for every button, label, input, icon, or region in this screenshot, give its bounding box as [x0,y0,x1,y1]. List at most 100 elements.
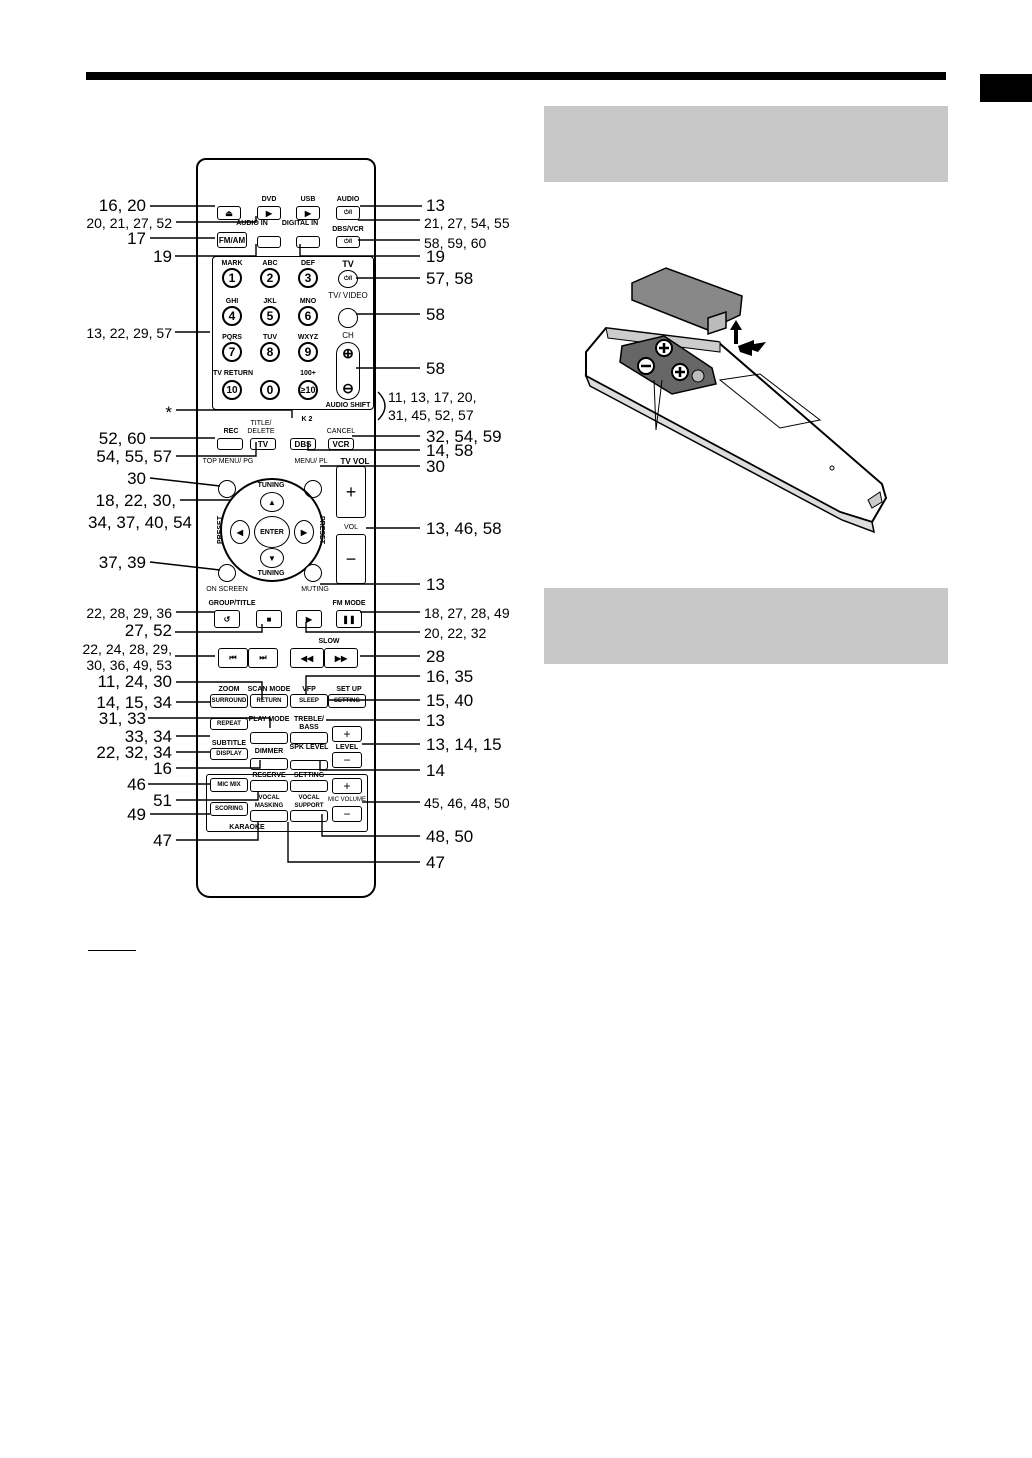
tv-power-button[interactable]: ⏻/I [338,270,358,288]
mic-volume-down-button[interactable]: − [332,806,362,822]
rec-button[interactable] [217,438,243,450]
on-screen-button[interactable] [218,564,236,582]
ch-rocker[interactable]: ⊕⊖ [336,342,360,400]
dbs-vcr-power-button[interactable]: ⏻/I [336,236,360,248]
muting-button[interactable] [304,564,322,582]
callout-audio-shift-2: 31, 45, 52, 57 [388,407,474,423]
callout-karaoke-setting: 48, 50 [426,827,474,846]
usb-label: USB [300,196,316,203]
sleep-button[interactable]: SLEEP [290,694,328,708]
digit-3-button[interactable]: 3 [298,268,318,288]
tv-video-button[interactable] [338,308,358,328]
treble-bass-button[interactable] [290,732,328,744]
callout-skip-2: 30, 36, 49, 53 [86,657,172,673]
ghi-label: GHI [225,298,239,305]
vocal-masking-label: VOCAL MASKING [254,795,284,809]
digital-in-label: DIGITAL IN [281,220,319,227]
mic-volume-up-button[interactable]: + [332,778,362,794]
eject-button[interactable]: ⏏ [217,206,241,220]
section-tab [980,74,1032,102]
callout-digital-in: 19 [426,247,445,266]
dbs-mode-button[interactable]: DBS [290,438,316,450]
callout-return: 11, 24, 30 [97,672,172,691]
callout-on-screen: 37, 39 [98,553,146,572]
setting-button[interactable]: SETTING [328,694,366,708]
slow-forward-button[interactable]: ▶▶ [324,648,358,668]
digit-4-button[interactable]: 4 [222,306,242,326]
dvd-play-button[interactable]: ▶ [257,206,281,220]
digit-6-button[interactable]: 6 [298,306,318,326]
play-button[interactable]: ▶ [296,610,322,628]
callout-mic-mix: 46 [127,775,146,794]
enter-button[interactable]: ENTER [254,516,290,548]
digit-8-button[interactable]: 8 [260,342,280,362]
plus-icon: + [343,727,351,741]
callout-vcr: 32, 54, 59 [426,427,502,446]
digit-0-button[interactable]: 0 [260,380,280,400]
reserve-label: RESERVE [252,772,286,779]
reserve-button[interactable] [250,780,288,792]
callout-audio-shift-1: 11, 13, 17, 20, [388,389,477,405]
stop-button[interactable]: ■ [256,610,282,628]
nav-ring[interactable] [220,478,324,582]
surround-button[interactable]: SURROUND [210,694,248,708]
digit-7-button[interactable]: 7 [222,342,242,362]
rec-label: REC [223,428,239,435]
mic-mix-button[interactable]: MIC MIX [210,778,248,792]
top-menu-button[interactable] [218,480,236,498]
pause-button[interactable]: ❚❚ [336,610,362,628]
slow-reverse-button[interactable]: ◀◀ [290,648,324,668]
callout-muting: 13 [426,575,445,594]
heading-box-2 [544,588,948,664]
karaoke-label: KARAOKE [229,824,265,831]
callout-cursor-2: 34, 37, 40, 54 [88,513,192,532]
digit-1-button[interactable]: 1 [222,268,242,288]
previous-button[interactable]: ⏮ [218,648,248,668]
audio-shift-label: AUDIO SHIFT [325,402,371,409]
return-button[interactable]: RETURN [250,694,288,708]
level-up-button[interactable]: + [332,726,362,742]
minus-icon: − [343,807,351,821]
level-down-button[interactable]: − [332,752,362,768]
usb-play-button[interactable]: ▶ [296,206,320,220]
digit-9-button[interactable]: 9 [298,342,318,362]
callout-stop: 27, 52 [124,621,172,640]
digit-ge10-button[interactable]: ≥10 [298,380,318,400]
fm-am-button[interactable]: FM/AM [217,232,247,248]
callout-rec: 52, 60 [98,429,146,448]
audio-in-button[interactable] [257,236,281,248]
next-button[interactable]: ⏭ [248,648,278,668]
skip-next-icon: ⏭ [259,653,267,662]
play-mode-button[interactable] [250,732,288,744]
cursor-down-button[interactable]: ▼ [260,548,284,568]
cursor-right-button[interactable]: ▶ [294,520,314,544]
group-title-button[interactable]: ↺ [214,610,240,628]
karaoke-setting-button[interactable] [290,780,328,792]
ch-label: CH [342,331,354,340]
callout-cursor-1: 18, 22, 30, [95,491,176,510]
vocal-support-button[interactable] [290,810,328,822]
callout-play: 20, 22, 32 [424,625,487,641]
callout-repeat: 33, 34 [124,727,172,746]
digital-in-button[interactable] [296,236,320,248]
triangle-right-icon: ▶ [300,527,308,537]
plus-icon: + [345,481,357,502]
callout-ch: 58 [426,359,445,378]
scoring-button[interactable]: SCORING [210,802,248,816]
audio-power-button[interactable]: ⏻/I [336,206,360,220]
callout-treble-bass: 13 [426,711,445,730]
spk-level-button[interactable] [290,760,328,770]
digit-10-button[interactable]: 10 [222,380,242,400]
display-button[interactable]: DISPLAY [210,748,248,760]
vocal-masking-button[interactable] [250,810,288,822]
cursor-left-button[interactable]: ◀ [230,520,250,544]
pause-icon: ❚❚ [342,614,356,624]
skip-previous-icon: ⏮ [229,653,237,662]
cursor-up-button[interactable]: ▲ [260,492,284,512]
eject-icon: ⏏ [225,208,233,218]
digit-2-button[interactable]: 2 [260,268,280,288]
callout-usb: 21, 27, 54, 55 [424,215,510,231]
callout-skip-1: 22, 24, 28, 29, [82,641,172,657]
plus-icon: + [343,779,351,793]
digit-5-button[interactable]: 5 [260,306,280,326]
